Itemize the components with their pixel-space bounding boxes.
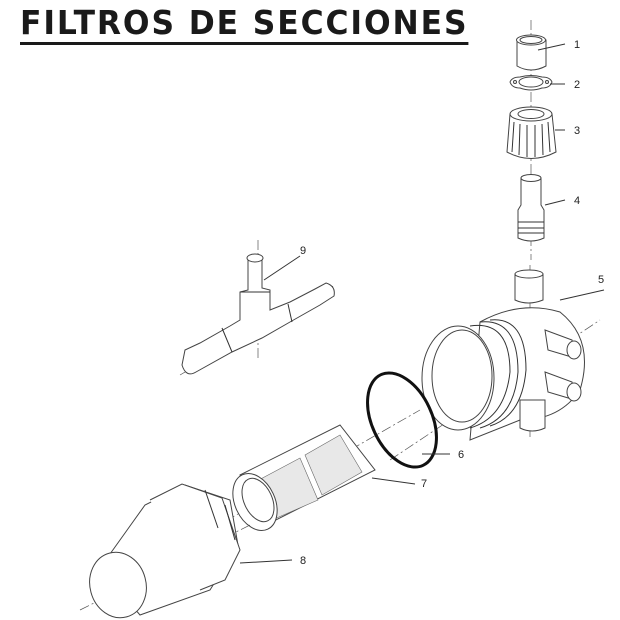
label-9: 9 xyxy=(300,245,306,257)
label-3: 3 xyxy=(574,125,580,137)
label-6: 6 xyxy=(458,449,464,461)
page-title: FILTROS DE SECCIONES xyxy=(20,4,469,45)
part-4-connector xyxy=(517,174,545,242)
part-9-t-connector xyxy=(179,240,336,376)
leader-1 xyxy=(537,43,566,51)
label-7: 7 xyxy=(421,478,427,490)
label-2: 2 xyxy=(574,79,580,91)
part-7-cartridge xyxy=(209,409,421,531)
part-8-cap xyxy=(79,483,251,619)
leader-4 xyxy=(544,199,566,206)
leader-7 xyxy=(371,477,416,485)
part-5-filter-body xyxy=(389,265,601,461)
part-2-gasket xyxy=(509,75,553,91)
leader-8 xyxy=(239,559,293,564)
part-1-sleeve xyxy=(516,34,547,71)
label-1: 1 xyxy=(574,39,580,51)
label-5: 5 xyxy=(598,274,604,286)
label-8: 8 xyxy=(300,555,306,567)
leader-5 xyxy=(559,289,605,301)
leader-9 xyxy=(263,255,301,281)
part-3-nut xyxy=(506,106,557,159)
part-6-o-ring xyxy=(366,371,438,469)
label-4: 4 xyxy=(574,195,580,207)
